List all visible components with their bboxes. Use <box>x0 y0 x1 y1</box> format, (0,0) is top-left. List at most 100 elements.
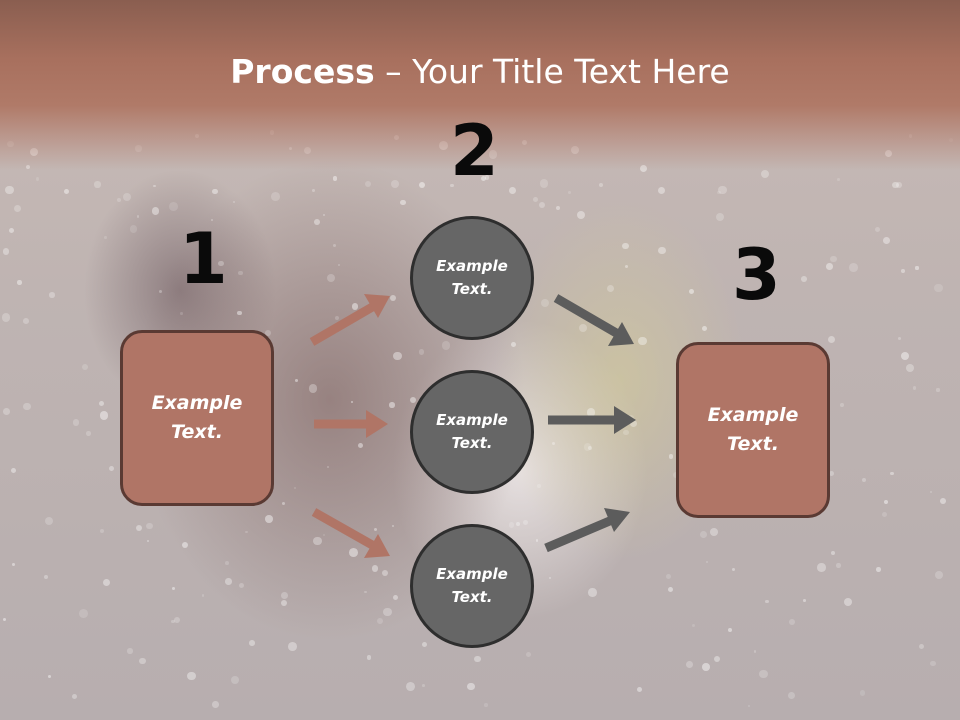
bokeh-dot <box>802 598 806 602</box>
bokeh-dot <box>422 684 425 688</box>
bokeh-dot <box>99 528 104 533</box>
bokeh-dot <box>1 313 11 322</box>
bokeh-dot <box>667 586 674 593</box>
bokeh-dot <box>901 269 905 273</box>
arrow-from-top-circle <box>553 294 634 346</box>
arrow-from-bottom-circle <box>544 508 630 553</box>
bokeh-dot <box>152 207 160 215</box>
bokeh-dot <box>35 177 39 181</box>
bokeh-dot <box>906 364 915 372</box>
slide-title: Process – Your Title Text Here <box>0 52 960 91</box>
bokeh-dot <box>10 467 16 473</box>
circle-top: Example Text. <box>410 216 534 340</box>
bokeh-dot <box>98 401 105 407</box>
bokeh-dot <box>731 567 735 571</box>
bokeh-dot <box>326 466 330 469</box>
bokeh-dot <box>49 292 55 298</box>
bokeh-dot <box>419 181 426 188</box>
step-1-box-line2: Text. <box>171 421 223 443</box>
bokeh-dot <box>85 431 91 437</box>
arrow-to-middle-circle <box>314 410 388 438</box>
bokeh-dot <box>245 530 249 534</box>
bokeh-dot <box>383 607 392 617</box>
bokeh-dot <box>637 687 643 693</box>
bokeh-dot <box>936 388 940 392</box>
bokeh-dot <box>332 176 337 181</box>
bokeh-dot <box>159 289 163 293</box>
bokeh-dot <box>392 594 399 601</box>
bokeh-dot <box>249 640 256 647</box>
bokeh-dot <box>104 236 107 239</box>
bokeh-dot <box>237 310 242 316</box>
bokeh-dot <box>511 342 516 348</box>
bokeh-dot <box>705 560 709 564</box>
bokeh-dot <box>129 225 138 233</box>
bokeh-dot <box>405 682 415 692</box>
bokeh-dot <box>715 213 724 222</box>
bokeh-dot <box>836 563 841 568</box>
bokeh-dot <box>171 587 175 590</box>
bokeh-dot <box>2 408 10 415</box>
bokeh-dot <box>607 285 615 293</box>
bokeh-dot <box>47 674 51 678</box>
bokeh-dot <box>535 539 538 542</box>
circle-middle-line1: Example <box>436 411 508 429</box>
arrow-to-top-circle <box>309 294 390 346</box>
bokeh-dot <box>789 619 795 625</box>
step-3-box-line1: Example <box>707 404 799 426</box>
bokeh-dot <box>467 683 475 691</box>
bokeh-dot <box>709 528 718 537</box>
bokeh-dot <box>78 609 88 618</box>
bokeh-dot <box>418 349 425 355</box>
bokeh-dot <box>874 227 880 233</box>
bokeh-dot <box>174 617 180 623</box>
bokeh-dot <box>180 311 184 315</box>
bokeh-dot <box>146 522 154 530</box>
bokeh-dot <box>883 499 888 504</box>
bokeh-dot <box>117 198 122 203</box>
bokeh-dot <box>308 384 318 393</box>
bokeh-dot <box>400 199 407 206</box>
bokeh-dot <box>371 565 379 572</box>
bokeh-dot <box>668 454 673 459</box>
bokeh-dot <box>837 178 840 181</box>
bokeh-dot <box>830 255 837 263</box>
bokeh-dot <box>900 351 909 360</box>
title-rest: – Your Title Text Here <box>374 52 730 91</box>
bokeh-dot <box>63 189 69 195</box>
bokeh-dot <box>839 403 844 407</box>
bokeh-dot <box>294 486 297 490</box>
bokeh-dot <box>828 335 836 343</box>
bokeh-dot <box>136 215 140 218</box>
bokeh-dot <box>381 570 388 577</box>
bokeh-dot <box>765 599 769 604</box>
bokeh-dot <box>146 540 149 543</box>
bokeh-dot <box>109 465 115 471</box>
bokeh-dot <box>935 571 944 579</box>
bokeh-dot <box>311 189 315 192</box>
bokeh-dot <box>365 180 372 187</box>
step-number-2: 2 <box>450 110 499 192</box>
bokeh-dot <box>187 671 196 681</box>
bokeh-dot <box>890 471 894 476</box>
bokeh-dot <box>630 419 638 428</box>
bokeh-dot <box>699 530 707 539</box>
bokeh-dot <box>322 213 326 217</box>
bokeh-dot <box>82 363 89 371</box>
bokeh-dot <box>295 379 298 383</box>
bokeh-dot <box>623 430 629 436</box>
bokeh-dot <box>421 641 428 648</box>
bokeh-dot <box>327 273 336 282</box>
bokeh-dot <box>233 200 236 203</box>
bokeh-dot <box>588 588 597 597</box>
bokeh-dot <box>389 402 395 408</box>
bokeh-dot <box>753 649 757 653</box>
bokeh-dot <box>409 397 417 404</box>
bokeh-dot <box>688 288 695 295</box>
bokeh-dot <box>8 228 15 234</box>
bokeh-dot <box>532 196 539 203</box>
bokeh-dot <box>915 266 919 270</box>
bokeh-dot <box>393 352 402 361</box>
bokeh-dot <box>103 578 111 586</box>
